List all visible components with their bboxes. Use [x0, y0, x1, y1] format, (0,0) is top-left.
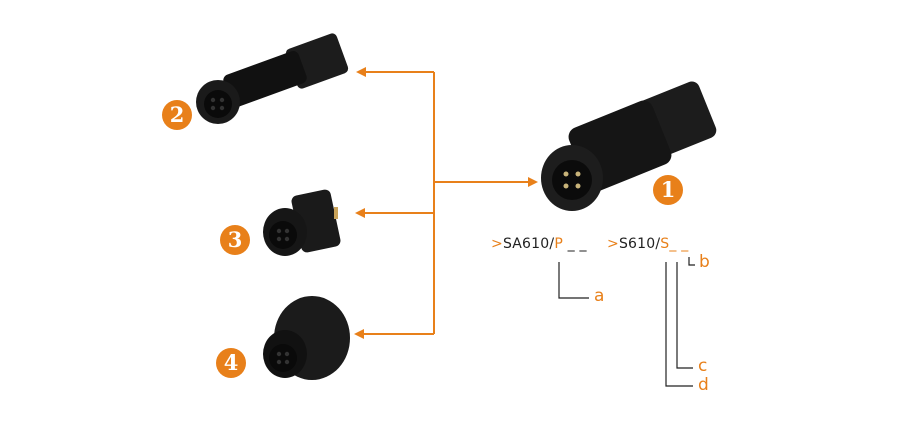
code-left-placeholders: _ _ — [567, 236, 587, 252]
connector-2-image — [196, 33, 349, 124]
code-left-variable: P — [554, 236, 563, 252]
badge-2: 2 — [162, 100, 192, 130]
code-right: >S610/S_ _ — [607, 236, 688, 252]
badge-3: 3 — [220, 225, 250, 255]
label-d: d — [698, 375, 709, 395]
label-a: a — [594, 286, 605, 306]
code-left: >SA610/P _ _ — [491, 236, 587, 252]
connector-4-image — [263, 296, 350, 380]
label-b: b — [699, 252, 710, 272]
connector-1-image — [541, 81, 717, 211]
code-left-base: SA610/ — [502, 236, 555, 252]
code-right-base: S610/ — [618, 236, 661, 252]
badge-4: 4 — [216, 348, 246, 378]
code-right-prefix: > — [607, 236, 619, 252]
label-c: c — [698, 356, 708, 376]
code-right-variable: S — [660, 236, 670, 252]
badge-1: 1 — [653, 175, 683, 205]
code-left-prefix: > — [491, 236, 503, 252]
code-right-placeholders: _ _ — [669, 236, 689, 252]
connector-3-image — [263, 189, 341, 256]
